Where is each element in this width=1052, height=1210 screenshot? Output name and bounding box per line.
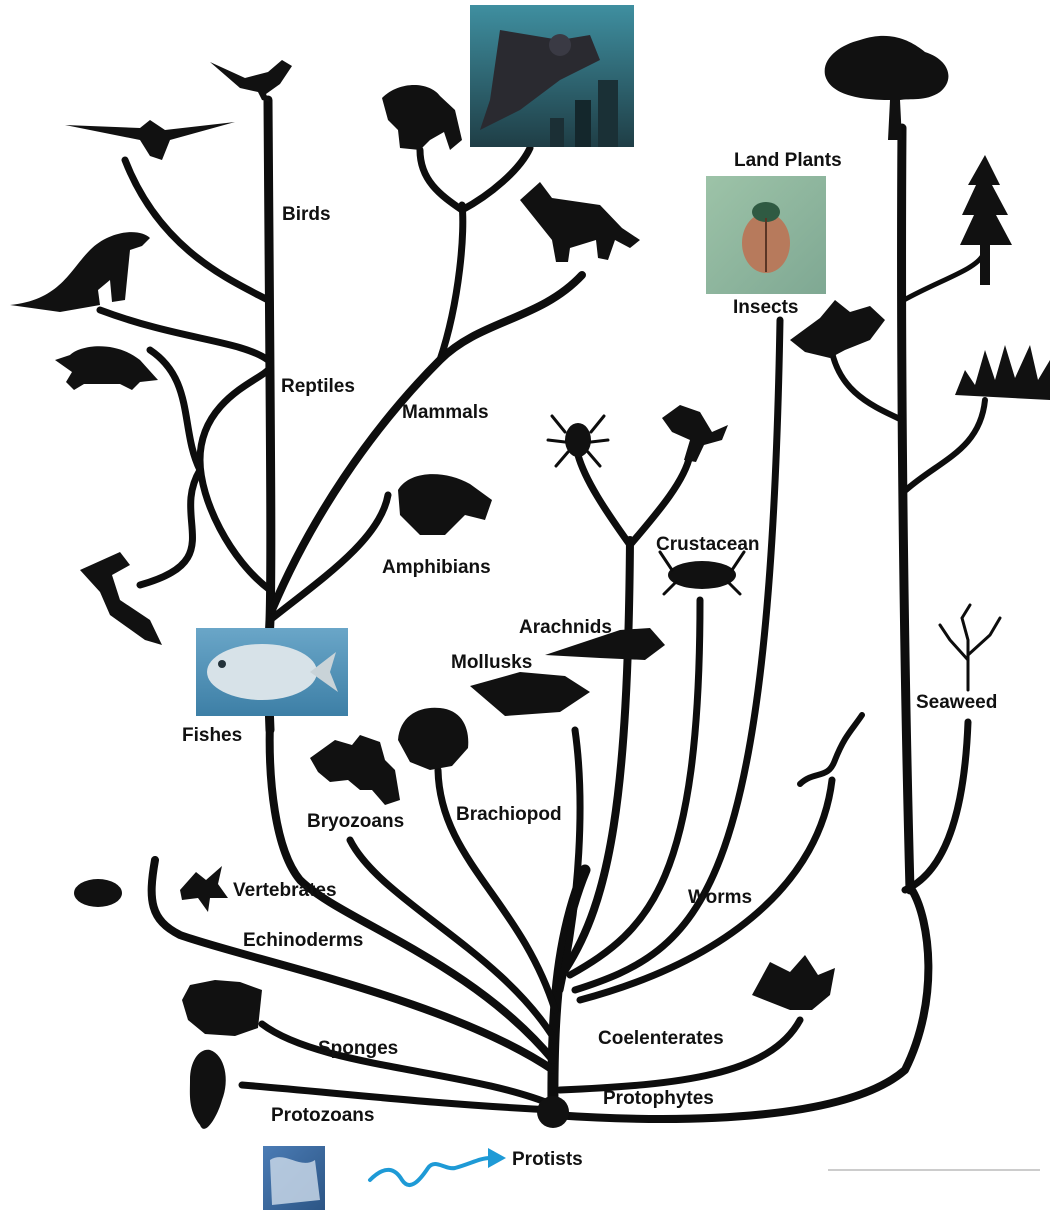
label-crustacean: Crustacean bbox=[656, 535, 760, 554]
ape-zebra-branch bbox=[440, 205, 463, 360]
label-mollusks: Mollusks bbox=[451, 653, 532, 672]
label-arachnids: Arachnids bbox=[519, 618, 612, 637]
grass-branch bbox=[906, 400, 985, 490]
bryozoan-icon bbox=[310, 735, 400, 805]
pterosaur-icon bbox=[65, 120, 235, 160]
scorpion-icon bbox=[662, 405, 728, 462]
label-echinoderms: Echinoderms bbox=[243, 931, 363, 950]
fish-photo bbox=[196, 628, 348, 716]
turtle-branch bbox=[150, 350, 200, 470]
zebra-icon bbox=[520, 182, 640, 262]
frog-icon bbox=[398, 474, 492, 535]
label-land-plants: Land Plants bbox=[734, 151, 842, 170]
pine-branch bbox=[904, 255, 983, 300]
label-birds: Birds bbox=[282, 205, 331, 224]
amphibians-branch bbox=[270, 495, 388, 620]
coral-icon bbox=[752, 955, 835, 1010]
tree-branches bbox=[100, 100, 985, 1119]
catwoman-photo bbox=[470, 5, 634, 147]
label-bryozoans: Bryozoans bbox=[307, 812, 404, 831]
ape-branch bbox=[420, 150, 462, 210]
sea-urchin-icon bbox=[74, 879, 122, 907]
plesiosaur-icon bbox=[80, 552, 162, 645]
label-brachiopod: Brachiopod bbox=[456, 805, 562, 824]
label-sponges: Sponges bbox=[318, 1039, 398, 1058]
crab-icon bbox=[660, 552, 744, 594]
pterosaur-branch bbox=[125, 160, 268, 300]
land-plants-trunk bbox=[902, 128, 910, 890]
wavy-right-arrow-icon bbox=[370, 1148, 506, 1185]
reptile-loop-branch bbox=[200, 370, 270, 590]
grass-icon bbox=[955, 345, 1050, 400]
label-reptiles: Reptiles bbox=[281, 377, 355, 396]
worm-icon bbox=[800, 715, 862, 784]
label-protozoans: Protozoans bbox=[271, 1106, 374, 1125]
seaweed-icon bbox=[940, 605, 1000, 690]
label-fishes: Fishes bbox=[182, 726, 242, 745]
label-coelenterates: Coelenterates bbox=[598, 1029, 724, 1048]
label-seaweed: Seaweed bbox=[916, 693, 997, 712]
bird-icon bbox=[210, 60, 292, 102]
label-worms: Worms bbox=[688, 888, 752, 907]
seaweed-branch bbox=[905, 722, 968, 890]
scorpion-branch bbox=[630, 455, 690, 545]
root-node bbox=[537, 1096, 569, 1128]
plesiosaur-branch bbox=[140, 470, 200, 585]
spider-branch bbox=[578, 455, 630, 545]
dinosaur-icon bbox=[10, 232, 150, 312]
catwoman-branch bbox=[462, 148, 530, 210]
beetle-photo bbox=[706, 176, 826, 294]
label-mammals: Mammals bbox=[402, 403, 489, 422]
tree-icon bbox=[825, 36, 949, 140]
label-protists: Protists bbox=[512, 1150, 583, 1169]
fern-icon bbox=[790, 300, 885, 358]
starfish-icon bbox=[180, 866, 228, 912]
label-amphibians: Amphibians bbox=[382, 558, 491, 577]
microscope-photo bbox=[263, 1146, 325, 1210]
label-vertebrates: Vertebrates bbox=[233, 881, 337, 900]
ape-icon bbox=[382, 85, 462, 150]
sponge-icon bbox=[182, 980, 262, 1036]
label-protophytes: Protophytes bbox=[603, 1089, 714, 1108]
turtle-icon bbox=[55, 346, 158, 390]
brachiopod-icon bbox=[398, 708, 468, 770]
protozoan-icon bbox=[190, 1050, 226, 1129]
label-insects: Insects bbox=[733, 298, 798, 317]
